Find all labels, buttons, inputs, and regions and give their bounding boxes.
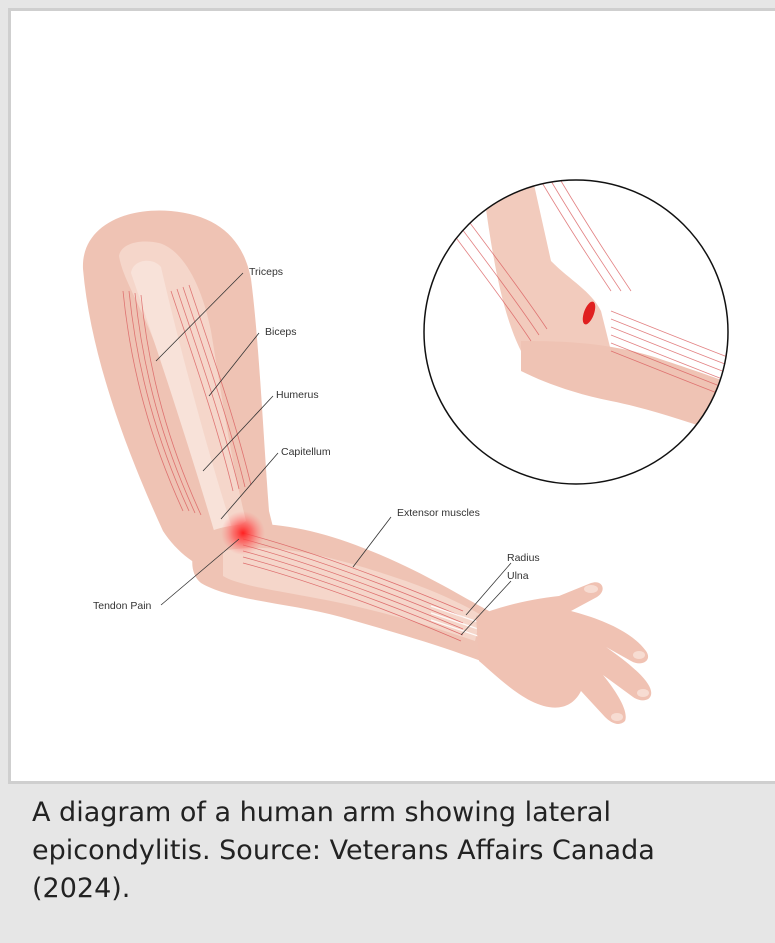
label-capitellum: Capitellum bbox=[281, 446, 331, 458]
label-radius: Radius bbox=[507, 552, 540, 564]
label-triceps: Triceps bbox=[249, 266, 283, 278]
arm-diagram: Triceps Biceps Humerus Capitellum Extens… bbox=[11, 11, 775, 787]
label-extensor-muscles: Extensor muscles bbox=[397, 507, 480, 519]
label-ulna: Ulna bbox=[507, 570, 529, 582]
label-biceps: Biceps bbox=[265, 326, 297, 338]
label-tendon-pain: Tendon Pain bbox=[93, 600, 152, 612]
elbow-zoom-inset bbox=[424, 171, 751, 484]
image-frame: Triceps Biceps Humerus Capitellum Extens… bbox=[8, 8, 775, 784]
hand bbox=[476, 582, 651, 724]
label-humerus: Humerus bbox=[276, 389, 319, 401]
figure-caption: A diagram of a human arm showing lateral… bbox=[32, 794, 752, 908]
